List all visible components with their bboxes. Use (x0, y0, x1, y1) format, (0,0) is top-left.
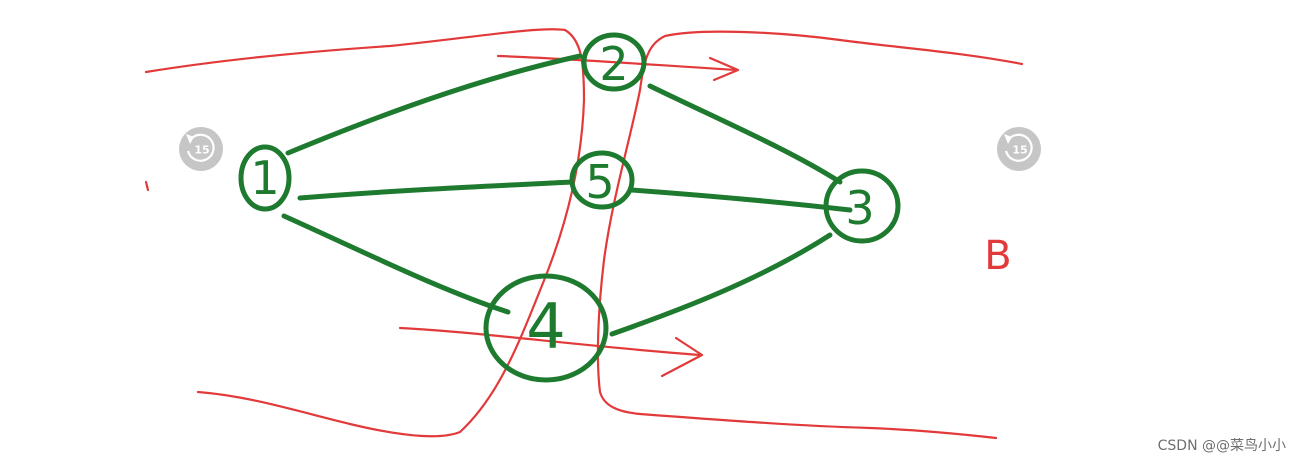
node-5: 5 (569, 150, 635, 210)
node-5-ring (569, 150, 635, 210)
node-3-label: 3 (845, 181, 874, 235)
edge-1-5 (297, 179, 575, 201)
side-label-b: B (984, 233, 1011, 279)
node-4-ring (483, 273, 609, 383)
edge-1-2 (285, 53, 583, 156)
cut-lines (144, 28, 1024, 440)
node-5-label: 5 (585, 155, 614, 209)
node-1: 1 (238, 144, 292, 212)
cut-right-upper (596, 30, 1024, 440)
replay-arrow-icon (186, 133, 215, 162)
cut-left-lower (196, 390, 462, 438)
flow-arrows (398, 54, 740, 378)
replay-15-label-right: 15 (1012, 144, 1027, 157)
node-2: 2 (581, 32, 647, 92)
node-2-ring (581, 32, 647, 92)
arrow-top (496, 54, 740, 82)
csdn-watermark: CSDN @@菜鸟小小 (1157, 438, 1286, 454)
graph-edges (281, 53, 853, 337)
node-2-label: 2 (599, 37, 628, 91)
graph-nodes: 1 2 3 4 5 (238, 32, 901, 383)
edge-5-3 (629, 187, 853, 213)
replay-15-button-left[interactable]: 15 (179, 127, 223, 171)
replay-arrowhead-icon (186, 134, 194, 144)
edge-4-3 (609, 232, 833, 337)
node-1-label: 1 (250, 151, 279, 205)
cut-left-upper (144, 28, 586, 434)
edge-2-3 (647, 83, 843, 185)
edge-1-4 (281, 213, 511, 315)
node-4-label: 4 (526, 290, 565, 363)
replay-arrowhead-icon (1004, 134, 1012, 144)
node-4: 4 (483, 273, 609, 383)
replay-15-label-left: 15 (194, 144, 209, 157)
replay-arrow-icon (1004, 133, 1033, 162)
node-1-ring (238, 144, 292, 212)
replay-15-button-right[interactable]: 15 (997, 127, 1041, 171)
node-3-ring (823, 168, 901, 244)
node-3: 3 (823, 168, 901, 244)
cut-left-stub (144, 180, 150, 192)
arrow-bottom (398, 326, 704, 378)
